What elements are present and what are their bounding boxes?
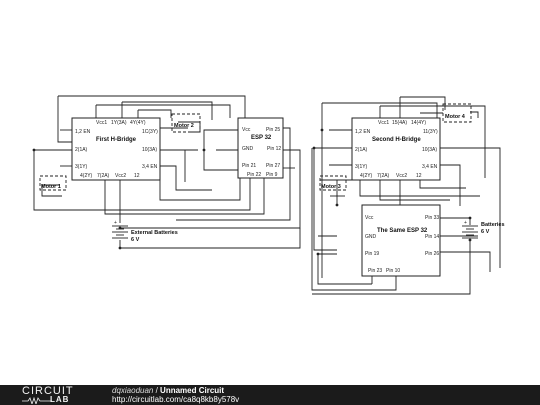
motor-label: Motor 3 [321,184,341,190]
pin-label: 12 [416,173,422,179]
resistor-wave-icon [22,397,52,404]
separator: / [153,386,161,395]
pin-label: 7(2A) [377,173,390,179]
circuit-credit: dqxiaoduan / Unnamed Circuit [112,386,224,395]
motor-2: Motor 2 [171,113,201,133]
battery-right: + Batteries 6 V [462,220,505,239]
pin-label: 3(1Y) [75,164,88,170]
circuit-url-link[interactable]: http://circuitlab.com/ca8q8kb8y578v [112,395,240,404]
motor-label: Motor 2 [174,123,194,129]
pin-label: Pin 14 [425,234,439,240]
pin-label: 4(2Y) [80,173,93,179]
pin-label: Vcc2 [396,173,407,179]
pin-label: 10(3A) [142,147,157,153]
esp32-left: ESP 32 Vcc Pin 25 GND Pin 12 Pin 21 Pin … [237,117,284,179]
pin-label: 3,4 EN [142,164,158,170]
pin-label: 12 [134,173,140,179]
pin-label: 3(1Y) [355,164,368,170]
battery-label: External Batteries [131,230,178,236]
battery-voltage: 6 V [481,229,490,235]
pin-label: Pin 21 [242,163,256,169]
pin-label: 15(4A) [392,120,407,126]
pin-label: Vcc1 [378,120,389,126]
author-link[interactable]: dqxiaoduan [112,386,154,395]
motor-label: Motor 4 [445,114,466,120]
left-wires [33,95,301,249]
pin-label: 1,2 EN [75,129,91,135]
pin-label: 2(1A) [355,147,368,153]
footer-bar: CIRCUIT LAB dqxiaoduan / Unnamed Circuit… [0,385,540,405]
first-h-bridge: Vcc1 1Y(3A) 4Y(4Y) 1,2 EN 2(1A) 3(1Y) 1C… [71,117,161,181]
pin-label: Pin 33 [425,215,439,221]
pin-label: Pin 26 [425,251,439,257]
battery-voltage: 6 V [131,237,140,243]
pin-label: Vcc1 [96,120,107,126]
circuit-title: Unnamed Circuit [160,386,225,395]
pin-label: Pin 27 [266,163,280,169]
right-wires [311,96,501,295]
esp-title: The Same ESP 32 [377,228,428,234]
right-junctions [312,128,472,256]
motor-3: Motor 3 [319,175,347,191]
pin-label: 1Y(3A) [111,120,127,126]
pin-label: 10(3A) [422,147,437,153]
pin-label: GND [242,146,254,152]
pin-label: Vcc [242,127,251,133]
pin-label: Vcc [365,215,374,221]
h-bridge-title: First H-Bridge [96,137,137,143]
pin-label: 7(2A) [97,173,110,179]
h-bridge-title: Second H-Bridge [372,137,421,143]
pin-label: Pin 22 [247,172,261,178]
pin-label: 1C(3Y) [142,129,158,135]
svg-text:+: + [464,220,467,226]
pin-label: Pin 23 [368,268,382,274]
pin-label: Pin 12 [267,146,281,152]
motor-1: Motor 1 [39,175,67,191]
battery-label: Batteries [481,222,505,228]
pin-label: 3,4 EN [422,164,438,170]
pin-label: 2(1A) [75,147,88,153]
battery-left: + External Batteries 6 V [112,220,178,243]
pin-label: 11(3Y) [423,129,438,135]
pin-label: Pin 19 [365,251,379,257]
circuit-schematic: Vcc1 1Y(3A) 4Y(4Y) 1,2 EN 2(1A) 3(1Y) 1C… [32,95,505,295]
pin-label: Pin 10 [386,268,400,274]
pin-label: 4Y(4Y) [130,120,146,126]
circuitlab-logo[interactable]: CIRCUIT LAB [22,385,74,404]
pin-label: 14(4Y) [411,120,426,126]
pin-label: 4(2Y) [360,173,373,179]
pin-label: 1,2 EN [355,129,371,135]
pin-label: GND [365,234,377,240]
esp32-right: The Same ESP 32 Vcc Pin 33 GND Pin 14 Pi… [361,204,441,277]
motor-4: Motor 4 [442,103,472,123]
esp-title: ESP 32 [251,135,272,141]
svg-text:+: + [114,220,117,226]
pin-label: Pin 25 [266,127,280,133]
pin-label: Pin 9 [266,172,278,178]
motor-label: Motor 1 [41,184,61,190]
second-h-bridge: Vcc1 15(4A) 14(4Y) 1,2 EN 2(1A) 3(1Y) 11… [351,117,441,181]
pin-label: Vcc2 [115,173,126,179]
